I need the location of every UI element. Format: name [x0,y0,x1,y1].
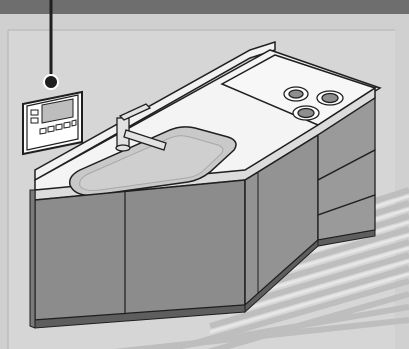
cable-grommet [44,75,58,89]
wall-remote-controller-icon [23,92,82,154]
ceiling-band [0,0,409,14]
cabinet-left [35,180,245,320]
